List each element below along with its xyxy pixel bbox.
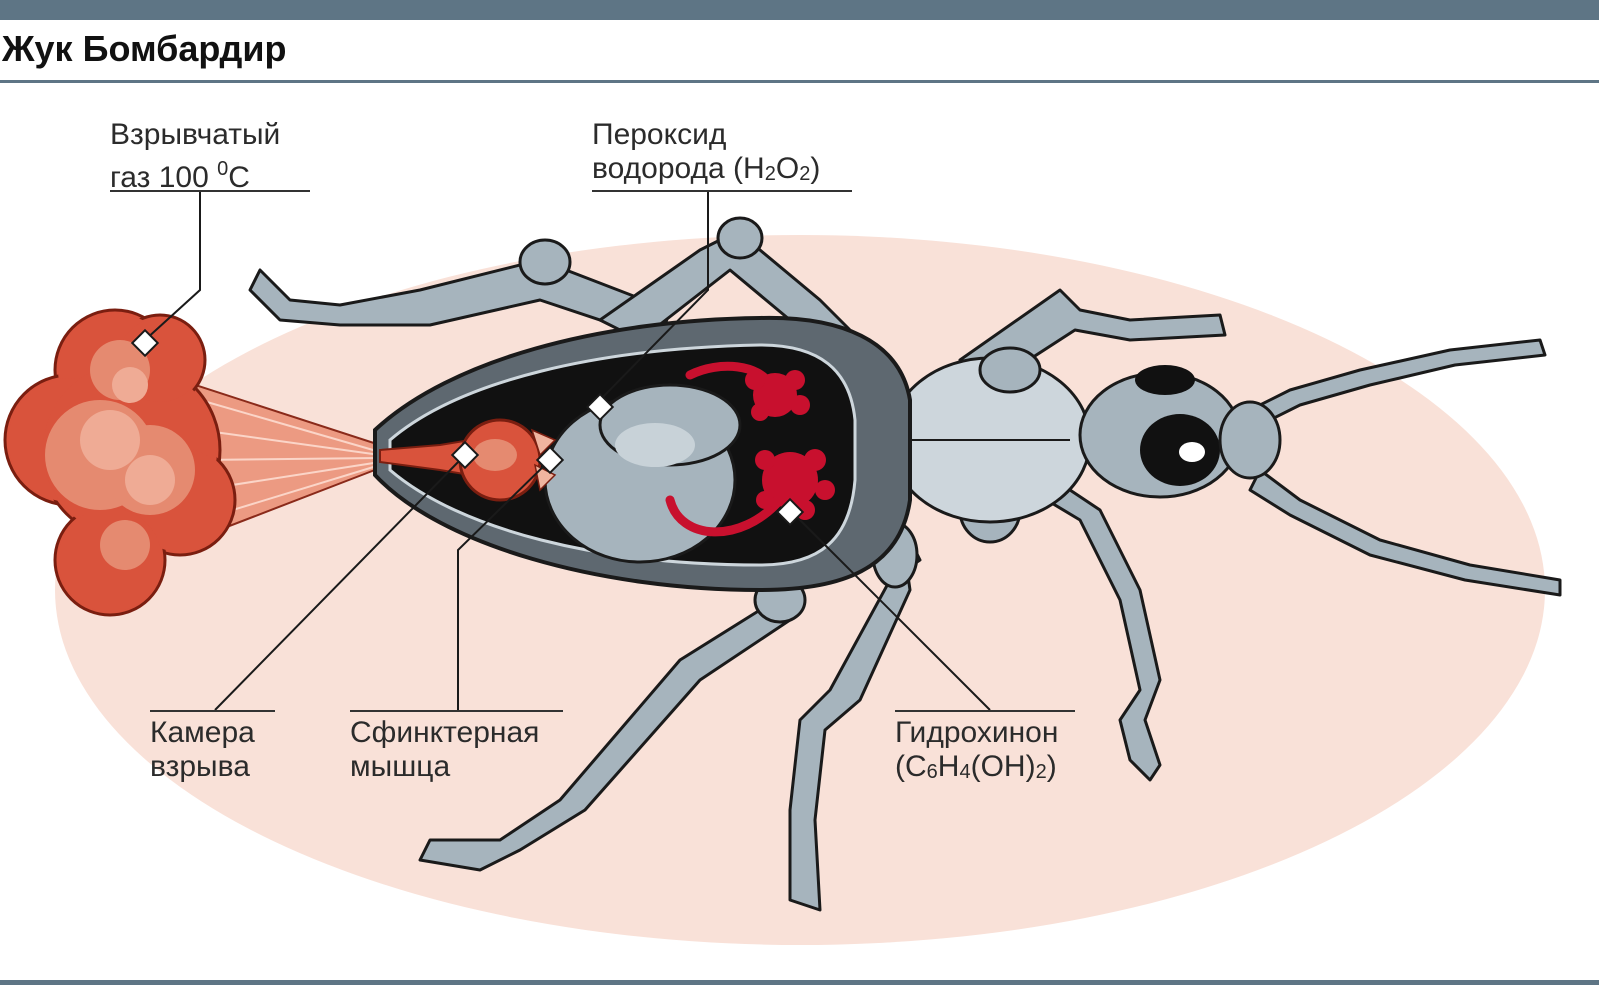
sphincter-muscle [530,428,557,492]
rule-sphincter-muscle [350,710,563,712]
rule-hydroquinone [895,710,1075,712]
bottom-rule [0,980,1599,985]
label-hydrogen-peroxide: Пероксид водорода (H2O2) [592,118,821,185]
label-explosion-chamber: Камера взрыва [150,716,255,783]
title-rule [0,80,1599,83]
label-sphincter-muscle: Сфинктерная мышца [350,716,540,783]
legs [248,216,1227,912]
rule-explosion-chamber [150,710,275,712]
rule-hydrogen-peroxide [592,190,852,192]
pointer-markers [130,328,805,527]
gland-lobes [745,370,835,520]
antennae [1248,338,1562,597]
rule-explosive-gas [110,190,310,192]
top-bar [0,0,1599,20]
page-title: Жук Бомбардир [2,28,287,69]
leader-lines [144,192,991,711]
label-explosive-gas: Взрывчатый газ 100 0С [110,118,281,194]
label-hydroquinone: Гидрохинон (С6H4(OH)2) [895,716,1059,783]
